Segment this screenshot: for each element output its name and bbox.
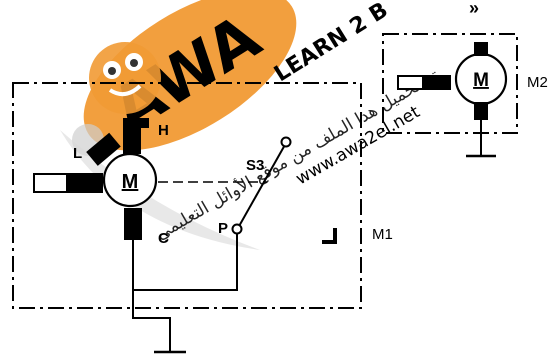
switch-s3 — [231, 136, 292, 235]
motor-m2-symbol: M — [473, 70, 489, 91]
terminal-h-label: H — [158, 122, 169, 139]
motor-m1-symbol: M — [122, 171, 139, 193]
field-magnet-m2 — [397, 75, 451, 90]
module-m2-label: M2 — [527, 74, 548, 91]
module-m1-boundary — [12, 82, 362, 309]
watermark: AWA LEARN 2 B تم تحميل هذا الملف من موقع… — [60, 0, 442, 250]
arrow-mark-m1 — [322, 228, 337, 244]
terminal-p-label: P — [218, 220, 228, 237]
switch-s3-label: S3 — [246, 157, 264, 174]
motor-m2: M — [454, 52, 508, 106]
motor-m1: M — [102, 152, 158, 208]
terminal-l-label: L — [73, 145, 82, 162]
brush-m2-bottom — [474, 102, 488, 120]
brush-h — [123, 118, 149, 154]
module-m2-boundary — [382, 33, 518, 134]
brush-c — [124, 208, 142, 240]
corner-mark: » — [469, 0, 479, 18]
wiring-m2 — [466, 120, 496, 158]
wiring-m1 — [132, 233, 238, 352]
terminal-c-label: C — [158, 230, 169, 247]
brush-m2-top — [474, 42, 488, 56]
brush-l — [86, 132, 121, 166]
field-magnet-m1 — [33, 173, 103, 193]
module-m1-label: M1 — [372, 226, 393, 243]
